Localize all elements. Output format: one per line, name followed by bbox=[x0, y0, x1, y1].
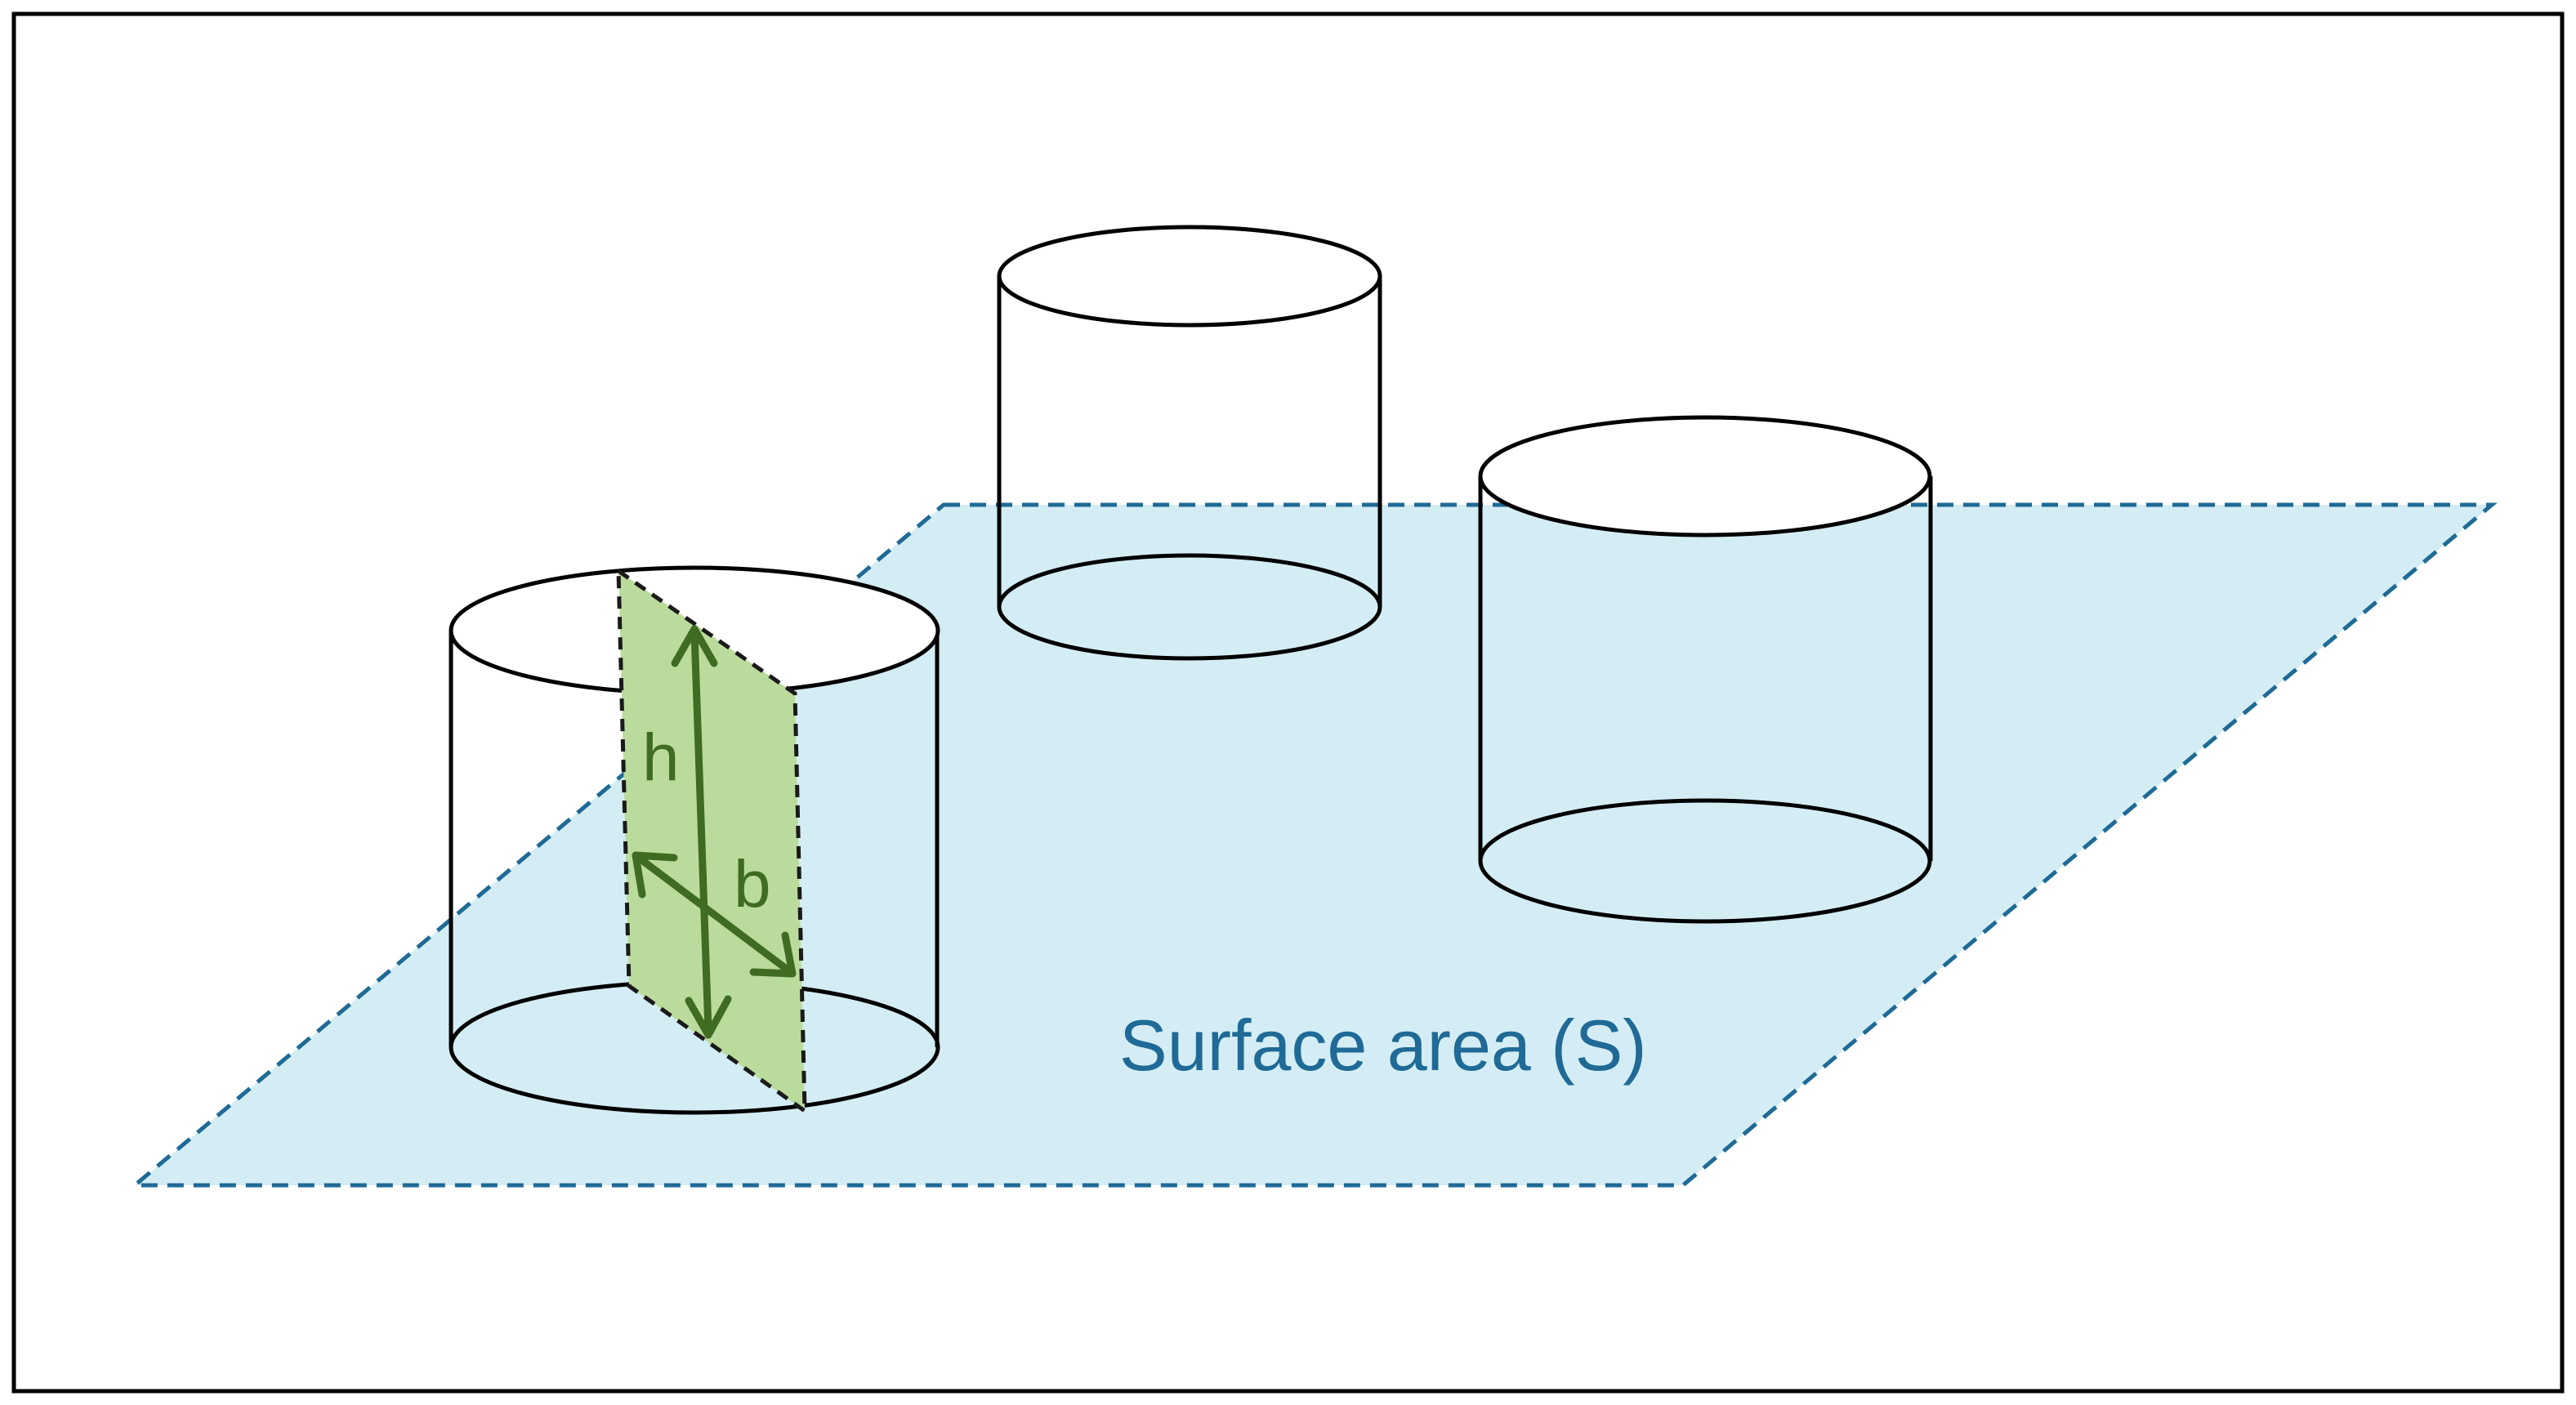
cylinder-3-top bbox=[1478, 415, 1932, 537]
cylinder-3-body-outline bbox=[1478, 476, 1933, 861]
cylinder-2-body-outline bbox=[997, 276, 1382, 607]
width-arrow-icon bbox=[632, 851, 797, 978]
cylinder-2-top bbox=[997, 225, 1382, 328]
cylinder-icon bbox=[997, 225, 1382, 661]
height-label: h bbox=[642, 720, 680, 795]
height-arrow-icon bbox=[671, 625, 732, 1039]
cylinder-icon bbox=[1478, 415, 1933, 924]
width-label: b bbox=[734, 847, 771, 921]
cylinder-2-bottom bbox=[997, 553, 1382, 661]
cylinder-1-body-outline bbox=[449, 631, 940, 1047]
cylinder-3-bottom bbox=[1478, 798, 1932, 924]
surface-area-label: Surface area (S) bbox=[1119, 1005, 1647, 1086]
